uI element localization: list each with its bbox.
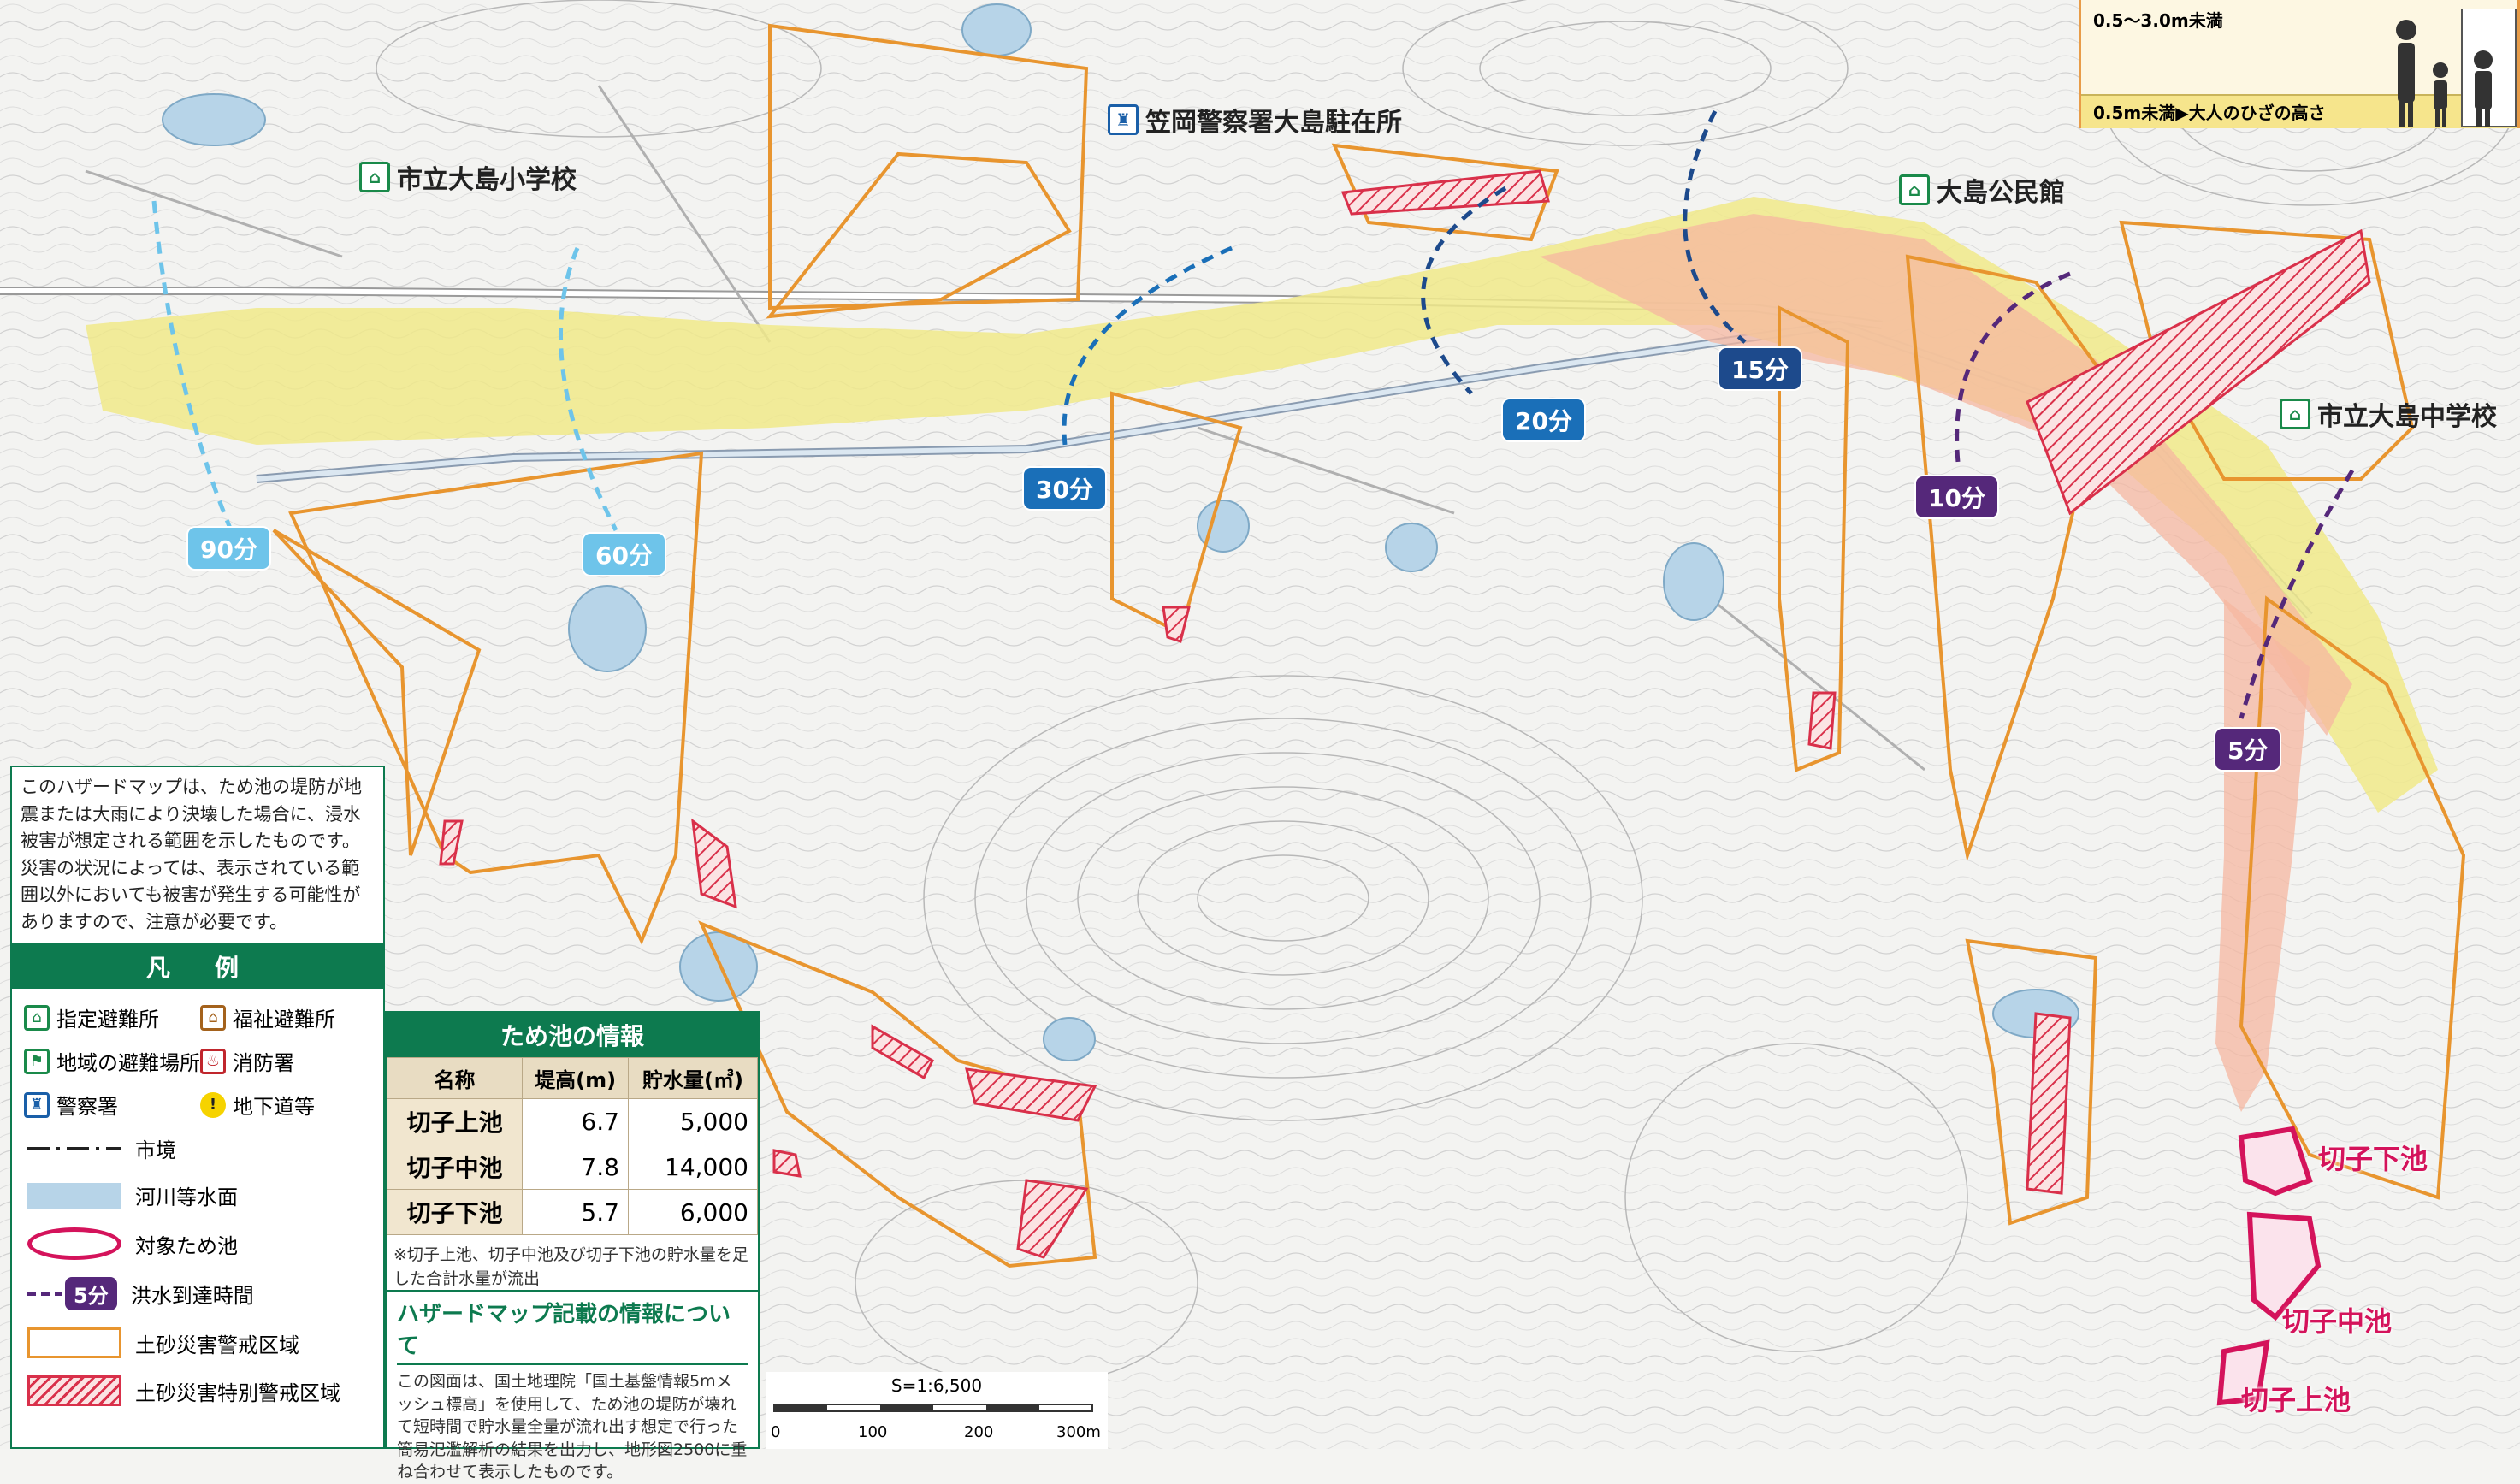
about-title: ハザードマップ記載の情報について [397, 1297, 748, 1365]
legend-item-welfare-shelter: ⌂福祉避難所 [200, 1002, 371, 1032]
pond-info-table: 名称 堤高(m) 貯水量(㎥) 切子上池 6.7 5,000 切子中池 7.8 … [386, 1057, 759, 1235]
police-icon: ♜ [24, 1091, 50, 1118]
underpass-icon: ! [200, 1091, 226, 1118]
table-row: 切子上池 6.7 5,000 [386, 1098, 759, 1144]
target-pond-swatch [27, 1227, 121, 1260]
hazard-map[interactable] [0, 0, 2520, 1449]
arrival-time-badge: 90分 [186, 526, 271, 571]
pond-kirikokami-shape [2216, 1339, 2270, 1406]
contour-rings [376, 0, 2516, 1386]
shelter-icon: ⌂ [1899, 174, 1930, 205]
scale-tick: 0 [771, 1423, 781, 1441]
scale-label: S=1:6,500 [890, 1375, 983, 1396]
poi-police-box[interactable]: ♜ 笠岡警察署大島駐在所 [1108, 101, 1402, 139]
legend-item-water: 河川等水面 [12, 1172, 383, 1219]
legend-item-underpass: !地下道等 [200, 1090, 371, 1120]
legend-item-special-warning-zone: 土砂災害特別警戒区域 [12, 1367, 383, 1415]
shelter-icon: ⌂ [2280, 399, 2310, 429]
about-body: この図面は、国土地理院「国土基盤情報5mメッシュ標高」を使用して、ため池の堤防が… [397, 1372, 748, 1482]
pond-label-kirikonaka: 切子中池 [2282, 1305, 2393, 1338]
special-warning-swatch [27, 1375, 121, 1406]
pond-kirikonaka-shape [2246, 1211, 2322, 1321]
flood-arrival-time-lines [151, 109, 2355, 719]
shelter-icon: ⌂ [24, 1004, 50, 1031]
arrival-time-badge: 10分 [1914, 475, 1999, 519]
table-row: 切子下池 5.7 6,000 [386, 1189, 759, 1235]
fire-station-icon: ♨ [200, 1048, 226, 1074]
legend-item-boundary: 市境 [12, 1125, 383, 1172]
arrival-time-badge: 5分 [2214, 727, 2282, 772]
welfare-shelter-icon: ⌂ [200, 1004, 226, 1031]
water-swatch [27, 1182, 121, 1209]
police-icon: ♜ [1108, 104, 1139, 135]
pond-label-kirikokami: 切子上池 [2241, 1384, 2351, 1416]
legend-panel: 凡 例 ⌂指定避難所 ⌂福祉避難所 ⚑地域の避難場所 ♨消防署 ♜警察署 !地下… [10, 943, 385, 1449]
arrival-time-badge: 30分 [1022, 466, 1107, 511]
scale-tick: 100 [858, 1423, 888, 1441]
local-evacuation-icon: ⚑ [24, 1048, 50, 1074]
map-description: このハザードマップは、ため池の堤防が地震または大雨により決壊した場合に、浸水被害… [10, 766, 385, 944]
poi-ooshima-junior-high[interactable]: ⌂ 市立大島中学校 [2280, 395, 2497, 433]
arrival-time-badge: 20分 [1501, 398, 1586, 442]
target-ponds[interactable] [2216, 1126, 2322, 1406]
table-row: 切子中池 7.8 14,000 [386, 1144, 759, 1190]
sediment-special-warning-areas [439, 169, 2371, 1259]
pond-info-note: ※切子上池、切子中池及び切子下池の貯水量を足した合計水量が流出 [393, 1245, 748, 1288]
scale-tick: 300m [1056, 1423, 1101, 1441]
shelter-icon: ⌂ [359, 162, 390, 192]
scale-bar: S=1:6,500 0 100 200 300m [766, 1372, 1108, 1449]
warning-zone-swatch [27, 1327, 121, 1358]
boundary-line-icon [27, 1146, 121, 1150]
legend-item-local-evacuation: ⚑地域の避難場所 [24, 1046, 200, 1076]
pond-label-kirikoshimo: 切子下池 [2318, 1143, 2428, 1175]
depth-label-low: 0.5m未満▶大人のひざの高さ [2093, 103, 2326, 123]
legend-item-arrival-time: 5分 洪水到達時間 [12, 1268, 383, 1319]
depth-legend: 0.5〜3.0m未満 0.5m未満▶大人のひざの高さ [2079, 0, 2520, 128]
legend-item-target-pond: 対象ため池 [12, 1219, 383, 1268]
legend-item-fire-station: ♨消防署 [200, 1046, 371, 1076]
pond-info-title: ため池の情報 [387, 1013, 758, 1057]
pond-info-panel: ため池の情報 名称 堤高(m) 貯水量(㎥) 切子上池 6.7 5,000 切子… [385, 1011, 760, 1302]
legend-item-shelter: ⌂指定避難所 [24, 1002, 200, 1032]
water-bodies [162, 3, 2079, 1061]
poi-ooshima-elementary[interactable]: ⌂ 市立大島小学校 [359, 158, 577, 196]
depth-label-mid: 0.5〜3.0m未満 [2093, 10, 2223, 31]
arrival-time-badge: 60分 [582, 532, 666, 576]
poi-ooshima-community-hall[interactable]: ⌂ 大島公民館 [1899, 171, 2065, 209]
scale-tick: 200 [964, 1423, 994, 1441]
pond-kirikoshimo-shape [2238, 1126, 2313, 1197]
people-silhouette-icon [2396, 9, 2517, 127]
about-panel: ハザードマップ記載の情報について この図面は、国土地理院「国土基盤情報5mメッシ… [385, 1290, 760, 1481]
legend-item-police: ♜警察署 [24, 1090, 200, 1120]
arrival-time-badge: 15分 [1718, 346, 1802, 391]
scale-ruler-icon [773, 1404, 1093, 1412]
legend-title: 凡 例 [12, 944, 383, 989]
arrival-sample-badge: 5分 [65, 1277, 117, 1310]
legend-item-warning-zone: 土砂災害警戒区域 [12, 1319, 383, 1367]
